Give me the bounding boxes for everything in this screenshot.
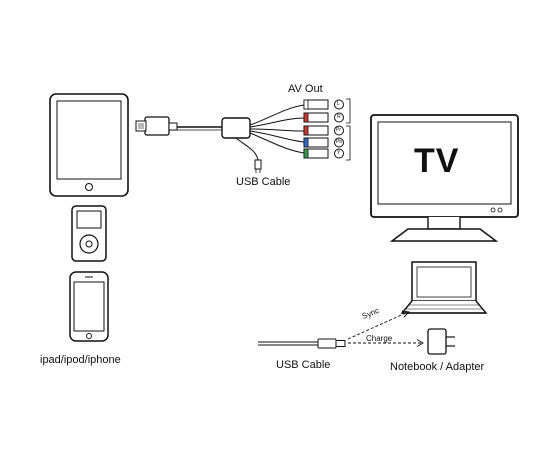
rca-plug-y [303, 148, 344, 159]
usb-cable-tail [235, 137, 262, 173]
sync-arrow [347, 310, 410, 340]
rca-pin-label: R [337, 114, 341, 120]
ipad-icon [49, 93, 129, 197]
rca-pin-label: L [337, 101, 340, 107]
rca-pin-label: Pb [336, 139, 343, 145]
devices-label: ipad/ipod/iphone [40, 354, 121, 366]
usb-cable-label: USB Cable [236, 176, 291, 188]
ipod-icon [71, 205, 107, 262]
cable-splitter [221, 117, 251, 139]
rca-plug-l [303, 99, 344, 110]
power-adapter-icon [427, 328, 455, 355]
charge-label: Charge [366, 334, 393, 343]
usb-cable-bottom [258, 338, 346, 349]
rca-plug-pb [303, 137, 344, 148]
tv-icon [370, 114, 519, 242]
rca-bracket [346, 98, 351, 161]
tv-label: TV [414, 142, 460, 180]
rca-plug-pr [303, 125, 344, 136]
dock-connector-plug [135, 116, 178, 136]
av-wires [249, 104, 305, 154]
rca-pin-label: Pr [336, 127, 341, 133]
rca-plug-r [303, 112, 344, 123]
charge-arrow [348, 339, 424, 347]
iphone-icon [69, 271, 109, 342]
notebook-icon [400, 261, 488, 314]
av-out-label: AV Out [288, 83, 323, 95]
usb-cable-bottom-label: USB Cable [276, 359, 331, 371]
rca-pin-label: Y [337, 150, 341, 156]
notebook-adapter-label: Notebook / Adapter [390, 361, 485, 373]
